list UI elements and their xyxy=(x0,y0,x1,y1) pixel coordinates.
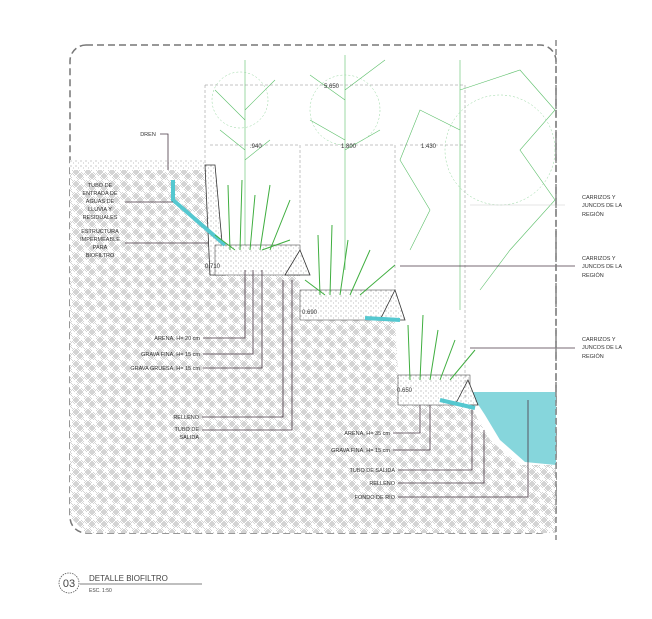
label-tubo-entrada: LLUVIA Y xyxy=(88,207,112,213)
label-carrizos-2: JUNCOS DE LA xyxy=(582,264,622,270)
earth-fill xyxy=(70,165,556,533)
biofilter-cells xyxy=(204,164,479,406)
label-carrizos-3: REGIÓN xyxy=(582,353,604,360)
label-arena-2: ARENA, H= 35 cm xyxy=(344,431,390,437)
label-tubo-entrada: RESIDUALES xyxy=(83,215,118,221)
label-tubo-salida-1: TUBO DE xyxy=(175,427,200,433)
dim-height-3: 0.650 xyxy=(397,388,413,394)
label-carrizos-3: JUNCOS DE LA xyxy=(582,345,622,351)
label-grava-gruesa-1: GRAVA GRUESA, H= 15 cm xyxy=(130,366,200,372)
dim-cell-2: 1.800 xyxy=(341,144,357,150)
reed-plants xyxy=(214,179,476,381)
label-estructura: ESTRUCTURA xyxy=(81,229,119,235)
dim-height-2: 0.690 xyxy=(302,310,318,316)
label-carrizos-1: REGIÓN xyxy=(582,211,604,218)
leader-lines xyxy=(125,133,575,498)
dim-height-1: 0.710 xyxy=(205,264,221,270)
label-estructura: IMPERMEABLE xyxy=(80,237,120,243)
label-arena-1: ARENA, H= 20 cm xyxy=(154,336,200,342)
label-estructura: BIOFILTRO xyxy=(86,253,115,259)
label-relleno-1: RELLENO xyxy=(173,415,199,421)
detail-title: DETALLE BIOFILTRO xyxy=(89,574,168,583)
dimension-lines xyxy=(204,84,466,400)
dim-total: 5.650 xyxy=(324,84,340,90)
label-dren: DREN xyxy=(140,132,156,138)
label-carrizos-2: CARRIZOS Y xyxy=(582,256,616,262)
pipes xyxy=(171,180,476,410)
title-block: 03 DETALLE BIOFILTRO ESC. 1:50 xyxy=(58,572,202,594)
label-tubo-entrada: ENTRADA DE xyxy=(82,191,117,197)
label-carrizos-3: CARRIZOS Y xyxy=(582,337,616,343)
dim-cell-3: 1.430 xyxy=(421,144,437,150)
drain-gravel xyxy=(70,160,205,170)
label-carrizos-1: JUNCOS DE LA xyxy=(582,203,622,209)
label-estructura: PARA xyxy=(93,245,108,251)
label-grava-fina-2: GRAVA FINA, H= 15 cm xyxy=(331,448,390,454)
river-water xyxy=(470,392,556,465)
label-carrizos-2: REGIÓN xyxy=(582,272,604,279)
label-carrizos-1: CARRIZOS Y xyxy=(582,195,616,201)
label-relleno-2: RELLENO xyxy=(369,481,395,487)
label-tubo-entrada: TUBO DE xyxy=(88,183,113,189)
label-tubo-entrada: AGUAS DE xyxy=(86,199,115,205)
label-tubo-salida-1: SALIDA xyxy=(179,435,199,441)
label-tubo-salida-2: TUBO DE SALIDA xyxy=(349,468,395,474)
label-fondo-rio: FONDO DE RÍO xyxy=(355,494,396,501)
label-grava-fina-1: GRAVA FINA, H= 15 cm xyxy=(141,352,200,358)
detail-number-circle xyxy=(58,572,80,594)
detail-number: 03 xyxy=(63,578,75,590)
dim-cell-1: .940 xyxy=(250,144,262,150)
left-labels: DREN TUBO DE ENTRADA DE AGUAS DE LLUVIA … xyxy=(80,132,156,259)
tree-illustrations xyxy=(211,55,556,310)
detail-scale: ESC. 1:50 xyxy=(89,588,112,594)
